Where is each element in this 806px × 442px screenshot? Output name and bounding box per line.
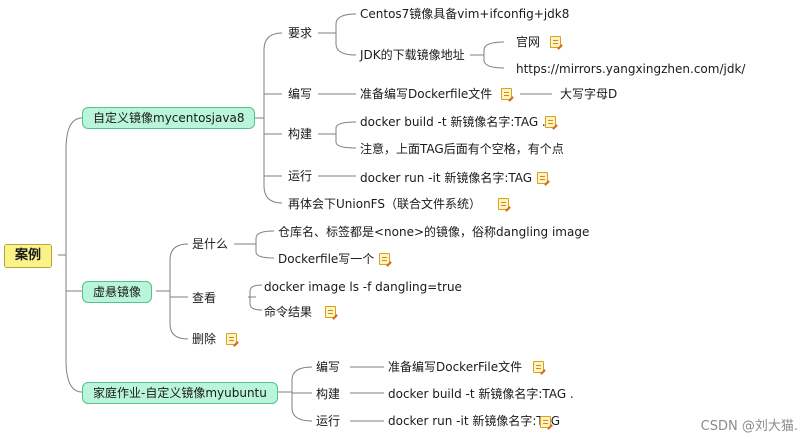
topic-prepare-dockerfile-uppercase[interactable]: 准备编写DockerFile文件: [388, 360, 523, 374]
topic-homework-build-command[interactable]: docker build -t 新镜像名字:TAG .: [388, 387, 574, 401]
topic-homework-build[interactable]: 构建: [316, 387, 341, 401]
topic-prepare-dockerfile[interactable]: 准备编写Dockerfile文件: [360, 87, 493, 101]
topic-docker-run-command[interactable]: docker run -it 新镜像名字:TAG: [360, 171, 533, 185]
topic-jdk-download-mirror[interactable]: JDK的下载镜像地址: [360, 48, 465, 62]
topic-uppercase-d[interactable]: 大写字母D: [560, 87, 618, 101]
topic-docker-image-ls-command[interactable]: docker image ls -f dangling=true: [264, 280, 462, 294]
topic-homework-write[interactable]: 编写: [316, 360, 341, 374]
root-node-case[interactable]: 案例: [4, 244, 53, 268]
topic-official-site[interactable]: 官网: [516, 35, 541, 49]
topic-write[interactable]: 编写: [288, 87, 313, 101]
topic-delete[interactable]: 删除: [192, 332, 217, 346]
topic-build-note-space-dot[interactable]: 注意，上面TAG后面有个空格，有个点: [360, 142, 564, 156]
branch-homework-myubuntu[interactable]: 家庭作业-自定义镜像myubuntu: [82, 382, 278, 404]
topic-command-result[interactable]: 命令结果: [264, 305, 313, 319]
note-icon[interactable]: [501, 88, 512, 100]
note-icon[interactable]: [379, 253, 390, 265]
note-icon[interactable]: [498, 198, 509, 210]
note-icon[interactable]: [533, 361, 544, 373]
note-icon[interactable]: [540, 416, 551, 428]
watermark: CSDN @刘大猫.: [700, 419, 798, 434]
note-icon[interactable]: [325, 306, 336, 318]
topic-mirror-url[interactable]: https://mirrors.yangxingzhen.com/jdk/: [516, 62, 746, 76]
topic-unionfs[interactable]: 再体会下UnionFS（联合文件系统）: [288, 197, 481, 211]
topic-view[interactable]: 查看: [192, 291, 217, 305]
branch-custom-centos-java8[interactable]: 自定义镜像mycentosjava8: [82, 107, 256, 129]
note-icon[interactable]: [226, 333, 237, 345]
topic-centos7-requirement[interactable]: Centos7镜像具备vim+ifconfig+jdk8: [360, 7, 570, 21]
topic-homework-run[interactable]: 运行: [316, 414, 341, 428]
topic-docker-build-command[interactable]: docker build -t 新镜像名字:TAG .: [360, 115, 546, 129]
note-icon[interactable]: [537, 172, 548, 184]
topic-build[interactable]: 构建: [288, 127, 313, 141]
topic-what-is[interactable]: 是什么: [192, 237, 229, 251]
note-icon[interactable]: [545, 116, 556, 128]
note-icon[interactable]: [550, 36, 561, 48]
topic-requirements[interactable]: 要求: [288, 26, 313, 40]
topic-write-dockerfile[interactable]: Dockerfile写一个: [278, 252, 375, 266]
branch-dangling-image[interactable]: 虚悬镜像: [82, 281, 153, 303]
topic-dangling-definition[interactable]: 仓库名、标签都是<none>的镜像，俗称dangling image: [278, 225, 590, 239]
topic-run[interactable]: 运行: [288, 169, 313, 183]
topic-homework-run-command[interactable]: docker run -it 新镜像名字:TAG: [388, 414, 561, 428]
